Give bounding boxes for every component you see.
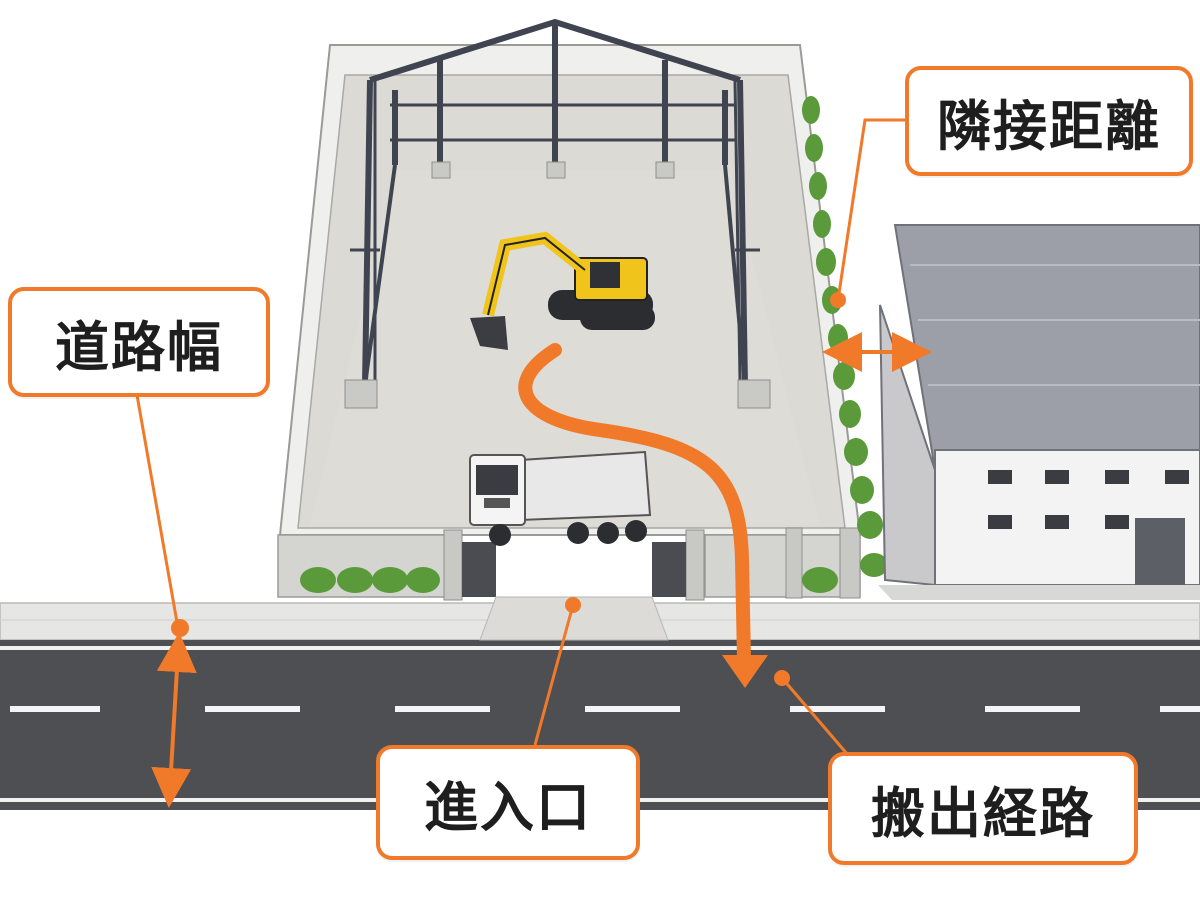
entrance-label: 進入口 [376,745,640,860]
warehouse-icon [878,224,1200,600]
removal-route-arrowhead [722,655,768,688]
road-width-dimension [151,632,197,808]
removal-route-arrow [518,343,751,667]
leader-dots [171,292,846,686]
frame-footings [344,161,771,409]
road-width-label: 道路幅 [8,287,270,397]
removal-route-label: 搬出経路 [828,752,1138,865]
adjacent-distance-label: 隣接距離 [905,66,1193,176]
dump-truck-icon [469,450,652,546]
front-wall [277,527,861,641]
steel-frame-icon [350,18,760,386]
leader-lines [135,118,905,756]
excavator-icon [470,231,655,350]
